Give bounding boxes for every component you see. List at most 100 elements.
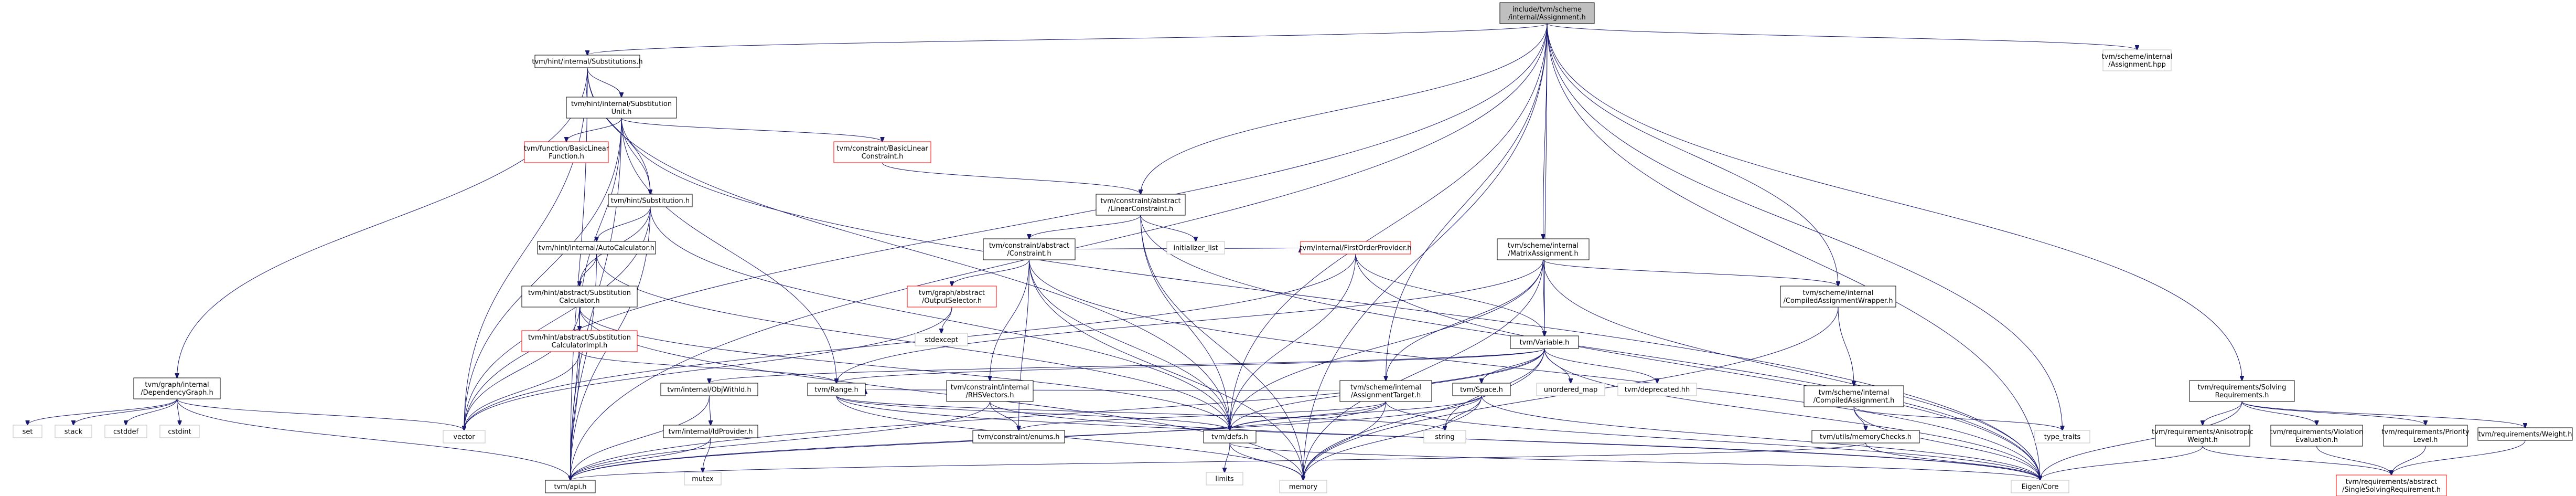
node-dependency_graph[interactable]: tvm/graph/internal/DependencyGraph.h [133,377,221,399]
node-id_provider[interactable]: tvm/internal/IdProvider.h [663,425,758,438]
node-label-root-line-0: include/tvm/scheme [1512,6,1582,14]
node-matrix_assignment[interactable]: tvm/scheme/internal/MatrixAssignment.h [1497,238,1590,260]
node-range[interactable]: tvm/Range.h [807,383,866,396]
node-obj_with_id[interactable]: tvm/internal/ObjWithId.h [660,383,758,396]
edge-memory_checks-to-eigen_core [1865,442,2041,480]
node-auto_calculator[interactable]: tvm/hint/internal/AutoCalculator.h [537,241,656,255]
node-box-single_solving_requirement [2336,474,2447,496]
edge-assignment_target-to-enums [1019,401,1386,430]
node-box-compiled_assignment_wrapper [1780,286,1896,308]
node-constraint[interactable]: tvm/constraint/abstract/Constraint.h [983,238,1076,260]
node-single_solving_requirement[interactable]: tvm/requirements/abstract/SingleSolvingR… [2336,474,2447,496]
node-box-variable [1510,335,1579,349]
node-weight[interactable]: tvm/requirements/Weight.h [2477,427,2573,441]
node-eigen_core[interactable]: Eigen/Core [2011,480,2069,493]
edge-defs-to-limits [1225,442,1230,472]
node-assignment_target[interactable]: tvm/scheme/internal/AssignmentTarget.h [1339,380,1432,402]
node-set[interactable]: set [13,425,42,438]
node-compiled_assignment_wrapper[interactable]: tvm/scheme/internal/CompiledAssignmentWr… [1780,286,1896,308]
edge-solving_requirements-to-eigen_core [2040,401,2242,480]
node-output_selector[interactable]: tvm/graph/abstract/OutputSelector.h [907,286,997,308]
edge-range-to-string [836,395,1445,430]
node-box-cstdint [159,425,200,438]
node-substitution_calculator[interactable]: tvm/hint/abstract/SubstitutionCalculator… [521,286,638,308]
edge-root-to-type_traits [1547,23,2063,430]
edge-defs-to-eigen_core [1229,442,2040,480]
edge-variable-to-deprecated [1544,348,1657,383]
node-label-output_selector-line-0: tvm/graph/abstract [919,289,985,297]
node-label-linear_constraint-line-0: tvm/constraint/abstract [1100,197,1180,205]
node-label-set-line-0: set [23,428,33,436]
node-compiled_assignment[interactable]: tvm/scheme/internal/CompiledAssignment.h [1804,385,1904,407]
node-stdexcept[interactable]: stdexcept [915,333,968,346]
node-label-single_solving_requirement-line-0: tvm/requirements/abstract [2346,478,2438,486]
node-rhs_vectors[interactable]: tvm/constraint/internal/RHSVectors.h [946,380,1034,402]
node-label-dependency_graph-line-1: /DependencyGraph.h [141,389,213,397]
node-label-compiled_assignment_wrapper-line-0: tvm/scheme/internal [1803,289,1874,297]
node-string[interactable]: string [1423,430,1466,444]
node-label-defs-line-0: tvm/defs.h [1211,434,1248,441]
edge-root-to-defs [1230,23,1548,430]
edge-space-to-eigen_core [1481,395,2040,480]
edge-root-to-variable [1544,23,1548,336]
node-api[interactable]: tvm/api.h [545,480,596,493]
edge-dependency_graph-to-cstddef [126,398,177,425]
node-initializer_list[interactable]: initializer_list [1166,241,1225,255]
node-assignment_hpp[interactable]: tvm/scheme/internal/Assignment.hpp [2102,49,2173,71]
node-label-limits-line-0: limits [1215,476,1234,483]
node-limits[interactable]: limits [1206,472,1243,486]
node-type_traits[interactable]: type_traits [2034,430,2090,444]
edge-substitution_unit-to-basic_linear_function [566,118,622,142]
node-label-string-line-0: string [1435,434,1454,441]
node-box-stdexcept [915,333,968,346]
node-mutex[interactable]: mutex [684,472,722,486]
edge-substitution_calculator_impl-to-vector [464,351,580,430]
node-box-basic_linear_function [524,141,609,163]
edge-substitutions-to-defs [587,67,1230,430]
node-cstddef[interactable]: cstddef [104,425,147,438]
edge-priority_level-to-single_solving_requirement [2391,446,2426,475]
node-box-space [1452,383,1511,396]
node-enums[interactable]: tvm/constraint/enums.h [972,430,1065,444]
node-stack[interactable]: stack [55,425,92,438]
edge-constraint-to-memory [1029,259,1304,480]
node-label-basic_linear_function-line-0: tvm/function/BasicLinear [524,145,609,153]
edge-root-to-vector [464,23,1548,430]
node-substitutions[interactable]: tvm/hint/internal/Substitutions.h [532,55,643,68]
edge-first_order_provider-to-defs [1230,254,1356,430]
node-box-id_provider [663,425,758,438]
node-vector[interactable]: vector [443,430,486,444]
edge-compiled_assignment-to-eigen_core [1853,406,2040,480]
node-label-basic_linear_function-line-1: Function.h [549,153,584,161]
node-memory_checks[interactable]: tvm/utils/memoryChecks.h [1811,430,1920,444]
node-box-unordered_map [1536,383,1605,396]
node-substitution[interactable]: tvm/hint/Substitution.h [608,194,693,207]
node-memory[interactable]: memory [1279,480,1327,493]
node-deprecated[interactable]: tvm/deprecated.hh [1617,383,1697,396]
node-box-initializer_list [1166,241,1225,255]
node-root[interactable]: include/tvm/scheme/internal/Assignment.h [1499,2,1595,24]
node-label-space-line-0: tvm/Space.h [1460,386,1503,394]
node-first_order_provider[interactable]: tvm/internal/FirstOrderProvider.h [1300,241,1412,255]
edge-constraint-to-output_selector [952,259,1029,286]
node-box-constraint [983,238,1076,260]
edge-weight-to-single_solving_requirement [2391,440,2526,475]
node-linear_constraint[interactable]: tvm/constraint/abstract/LinearConstraint… [1096,194,1186,216]
edge-dependency_graph-to-cstdint [177,398,180,425]
node-substitution_calculator_impl[interactable]: tvm/hint/abstract/SubstitutionCalculator… [521,330,638,352]
node-space[interactable]: tvm/Space.h [1452,383,1511,396]
edge-space-to-string [1445,395,1482,430]
edge-root-to-solving_requirements [1547,23,2242,381]
node-defs[interactable]: tvm/defs.h [1203,430,1257,444]
node-cstdint[interactable]: cstdint [159,425,200,438]
node-variable[interactable]: tvm/Variable.h [1510,335,1579,349]
node-unordered_map[interactable]: unordered_map [1536,383,1605,396]
edge-variable-to-obj_with_id [710,348,1545,383]
